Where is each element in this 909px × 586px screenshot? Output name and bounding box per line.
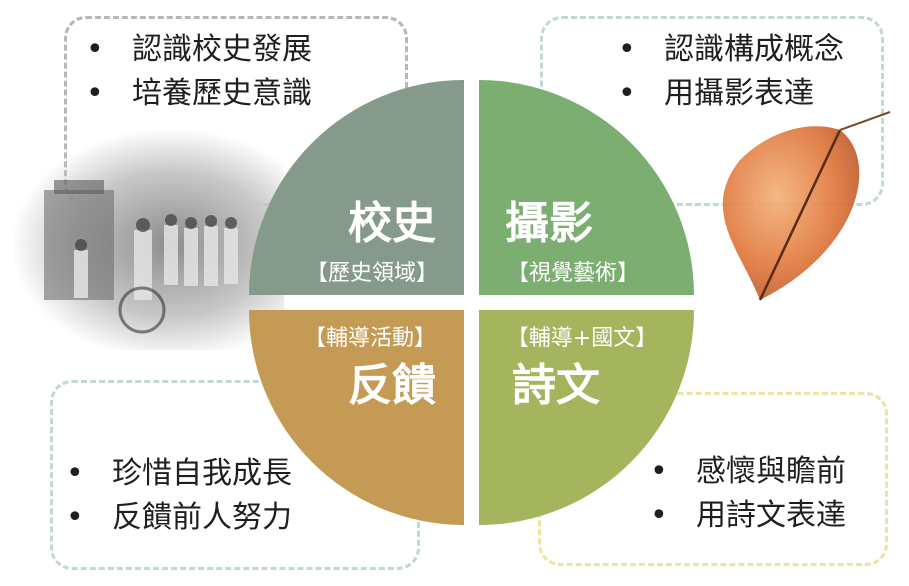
quadrant-poetry <box>479 310 694 525</box>
school-history-photo <box>14 130 284 350</box>
list-item: •珍惜自我成長 <box>66 456 292 491</box>
quadrant-subtitle-feedback: 【輔導活動】 <box>304 326 436 351</box>
list-top-right: •認識構成概念 •用攝影表達 <box>618 28 844 116</box>
leaf-image <box>700 100 900 310</box>
list-bottom-left: •珍惜自我成長 •反饋前人努力 <box>66 452 292 540</box>
quadrant-title-photo: 攝影 <box>505 198 593 249</box>
list-item: •認識構成概念 <box>618 32 844 67</box>
quadrant-subtitle-history: 【歷史領域】 <box>306 261 438 286</box>
list-top-left: •認識校史發展 •培養歷史意識 <box>86 28 312 116</box>
list-bottom-right: •感懷與瞻前 •用詩文表達 <box>650 450 846 538</box>
quadrant-subtitle-poetry: 【輔導+國文】 <box>507 326 657 351</box>
quadrant-subtitle-photo: 【視覺藝術】 <box>507 261 639 286</box>
quadrant-photo <box>479 80 694 295</box>
list-item: •認識校史發展 <box>86 32 312 67</box>
quadrant-feedback <box>249 310 464 525</box>
quadrant-title-history: 校史 <box>348 198 436 249</box>
list-item: •培養歷史意識 <box>86 76 312 111</box>
list-item: •感懷與瞻前 <box>650 454 846 489</box>
list-item: •反饋前人努力 <box>66 500 292 535</box>
list-item: •用攝影表達 <box>618 76 814 111</box>
quadrant-title-feedback: 反饋 <box>348 360 436 411</box>
quadrant-history <box>249 80 464 295</box>
quadrant-title-poetry: 詩文 <box>512 360 600 411</box>
list-item: •用詩文表達 <box>650 498 846 533</box>
